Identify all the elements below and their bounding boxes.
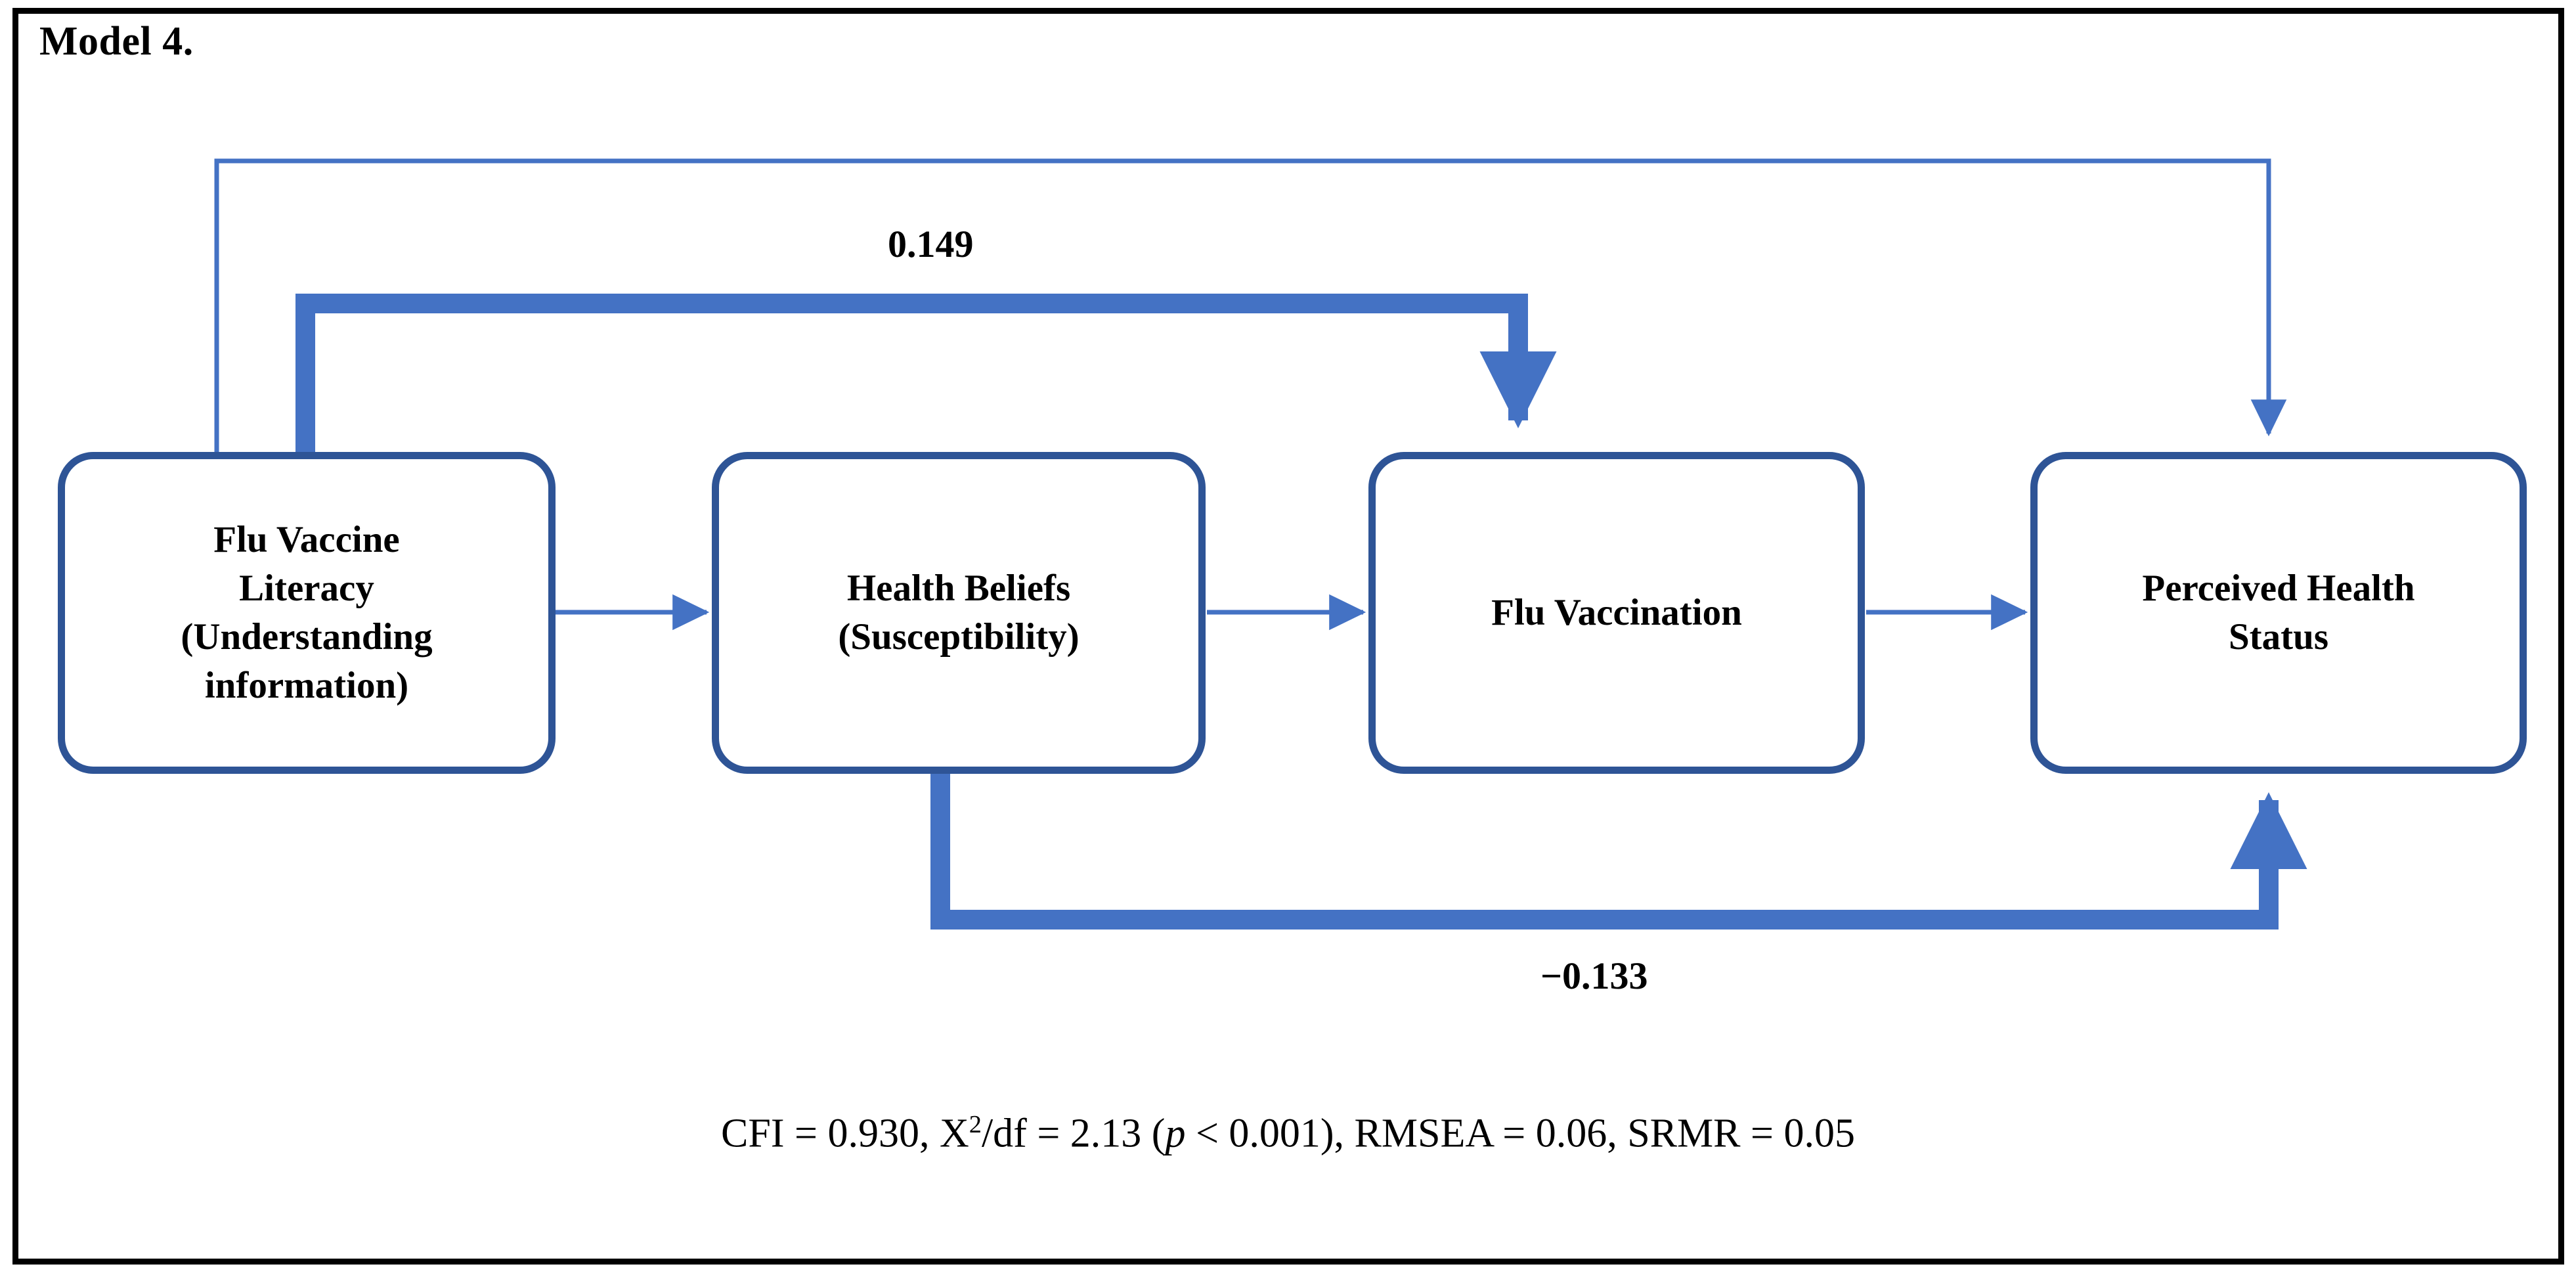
node-label-line: Literacy bbox=[239, 567, 374, 609]
fit-chi-rest: /df = 2.13 ( bbox=[981, 1111, 1166, 1156]
node-label-line: Perceived Health bbox=[2142, 567, 2415, 609]
fit-p-symbol: p bbox=[1165, 1111, 1186, 1156]
node-label-line: Health Beliefs bbox=[846, 567, 1071, 609]
node-label-line: information) bbox=[204, 665, 409, 707]
fit-statistics: CFI = 0.930, Χ2/df = 2.13 (p < 0.001), R… bbox=[0, 1110, 2576, 1157]
node-label-line: (Understanding bbox=[181, 616, 433, 658]
node-flu-vaccination[interactable]: Flu Vaccination bbox=[1368, 452, 1865, 774]
coefficient-label-bottom: −0.133 bbox=[1540, 954, 1648, 997]
node-label-line: Flu Vaccine bbox=[213, 518, 400, 560]
fit-chi-symbol: Χ bbox=[939, 1111, 969, 1156]
node-flu-vaccine-literacy[interactable]: Flu Vaccine Literacy (Understanding info… bbox=[58, 452, 556, 774]
node-label-line: Flu Vaccination bbox=[1491, 591, 1742, 633]
node-label-line: Status bbox=[2228, 616, 2329, 658]
fit-chi-exponent: 2 bbox=[969, 1111, 982, 1138]
coefficient-label-top: 0.149 bbox=[888, 223, 974, 265]
fit-cfi: CFI = 0.930, bbox=[721, 1111, 940, 1156]
page-title: Model 4. bbox=[39, 19, 194, 64]
node-health-beliefs[interactable]: Health Beliefs (Susceptibility) bbox=[712, 452, 1206, 774]
fit-p-rest: < 0.001), RMSEA = 0.06, SRMR = 0.05 bbox=[1185, 1111, 1855, 1156]
node-label-line: (Susceptibility) bbox=[838, 616, 1080, 658]
node-perceived-health-status[interactable]: Perceived Health Status bbox=[2030, 452, 2527, 774]
